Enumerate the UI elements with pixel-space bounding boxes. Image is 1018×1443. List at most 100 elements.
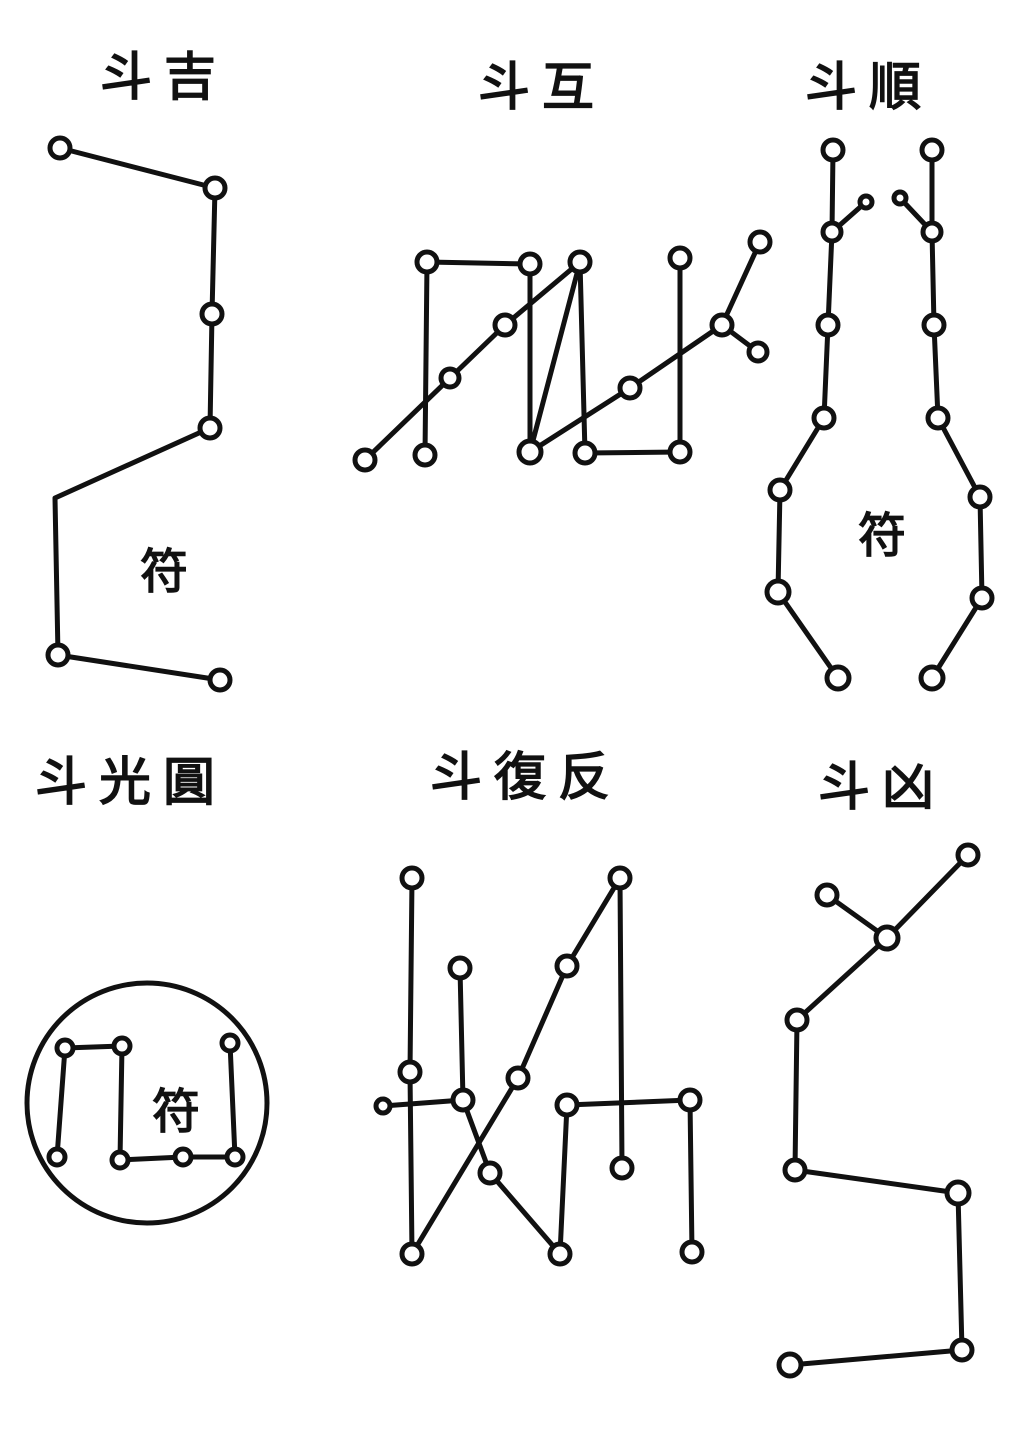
panel-shun-talisman: 符 <box>858 508 906 564</box>
star <box>709 312 735 338</box>
star <box>547 1241 573 1267</box>
star <box>109 1149 131 1171</box>
star <box>764 578 792 606</box>
star <box>824 664 852 692</box>
panel-hu-title: 斗互 <box>478 57 606 118</box>
panel-yuanguang: 斗光圓 符 <box>24 752 270 1226</box>
star <box>207 667 233 693</box>
star-link <box>380 1097 466 1109</box>
star <box>172 1146 194 1168</box>
panel-ji-title: 斗吉 <box>100 47 228 108</box>
panel-fanfu: 斗復反 <box>373 747 705 1267</box>
star <box>873 924 901 952</box>
star <box>477 1160 503 1186</box>
star <box>921 312 947 338</box>
star <box>492 312 518 338</box>
panel-ji: 斗吉 符 <box>45 47 233 693</box>
panel-ji-talisman: 符 <box>140 544 188 600</box>
star <box>609 1155 635 1181</box>
star <box>679 1239 705 1265</box>
star <box>955 842 981 868</box>
panel-ji-stars <box>45 135 233 693</box>
star <box>925 405 951 431</box>
star <box>891 189 909 207</box>
star <box>814 882 840 908</box>
panel-fanfu-paths <box>380 875 695 1257</box>
star <box>949 1337 975 1363</box>
star <box>414 249 440 275</box>
star <box>767 477 793 503</box>
star <box>373 1096 393 1116</box>
panel-yuanguang-stars <box>46 1032 246 1171</box>
star <box>202 175 228 201</box>
star <box>46 1146 68 1168</box>
panel-shun: 斗順 符 <box>764 57 995 692</box>
panel-hu-stars <box>352 229 773 473</box>
panel-ji-path <box>52 145 223 683</box>
star <box>111 1035 133 1057</box>
star <box>667 439 693 465</box>
star-link <box>54 1040 238 1163</box>
star <box>517 251 543 277</box>
star <box>820 220 844 244</box>
star <box>352 447 378 473</box>
star <box>782 1157 808 1183</box>
star <box>447 955 473 981</box>
star <box>746 340 770 364</box>
panel-fanfu-stars <box>373 865 705 1267</box>
star <box>397 1059 423 1085</box>
star <box>776 1351 804 1379</box>
star <box>199 301 225 327</box>
star <box>747 229 773 255</box>
star <box>567 249 593 275</box>
star-link <box>362 259 583 463</box>
star <box>572 440 598 466</box>
star <box>969 585 995 611</box>
star <box>450 1087 476 1113</box>
panel-fanfu-title: 斗復反 <box>430 747 622 808</box>
panel-yuanguang-talisman: 符 <box>152 1084 200 1140</box>
star-link <box>422 255 683 458</box>
star <box>918 664 946 692</box>
star <box>197 415 223 441</box>
star <box>920 220 944 244</box>
star <box>607 865 633 891</box>
star <box>45 642 71 668</box>
star <box>617 375 643 401</box>
star <box>438 366 462 390</box>
star <box>677 1087 703 1113</box>
star <box>919 137 945 163</box>
star <box>47 135 73 161</box>
star <box>516 438 544 466</box>
star <box>399 1241 425 1267</box>
panel-hu: 斗互 <box>352 57 773 473</box>
star <box>219 1032 241 1054</box>
panel-xiong: 斗凶 <box>776 757 981 1379</box>
panel-hu-paths <box>362 239 763 463</box>
panel-shun-paths <box>775 147 985 681</box>
panel-xiong-title: 斗凶 <box>818 757 946 818</box>
star <box>224 1146 246 1168</box>
star <box>554 1092 580 1118</box>
star <box>811 405 837 431</box>
star <box>505 1065 531 1091</box>
panel-yuanguang-title: 斗光圓 <box>35 752 227 813</box>
star-link <box>527 239 763 455</box>
star <box>54 1037 76 1059</box>
panel-xiong-stars <box>776 842 981 1379</box>
star <box>412 442 438 468</box>
panel-shun-stars <box>764 137 995 692</box>
panel-yuanguang-ring <box>24 980 270 1226</box>
panel-shun-title: 斗順 <box>805 57 933 118</box>
star <box>784 1007 810 1033</box>
star <box>820 137 846 163</box>
star <box>554 953 580 979</box>
star <box>967 484 993 510</box>
star <box>857 193 875 211</box>
star <box>399 865 425 891</box>
star <box>815 312 841 338</box>
panel-yuanguang-paths <box>54 1040 238 1163</box>
star <box>944 1179 972 1207</box>
star <box>667 245 693 271</box>
